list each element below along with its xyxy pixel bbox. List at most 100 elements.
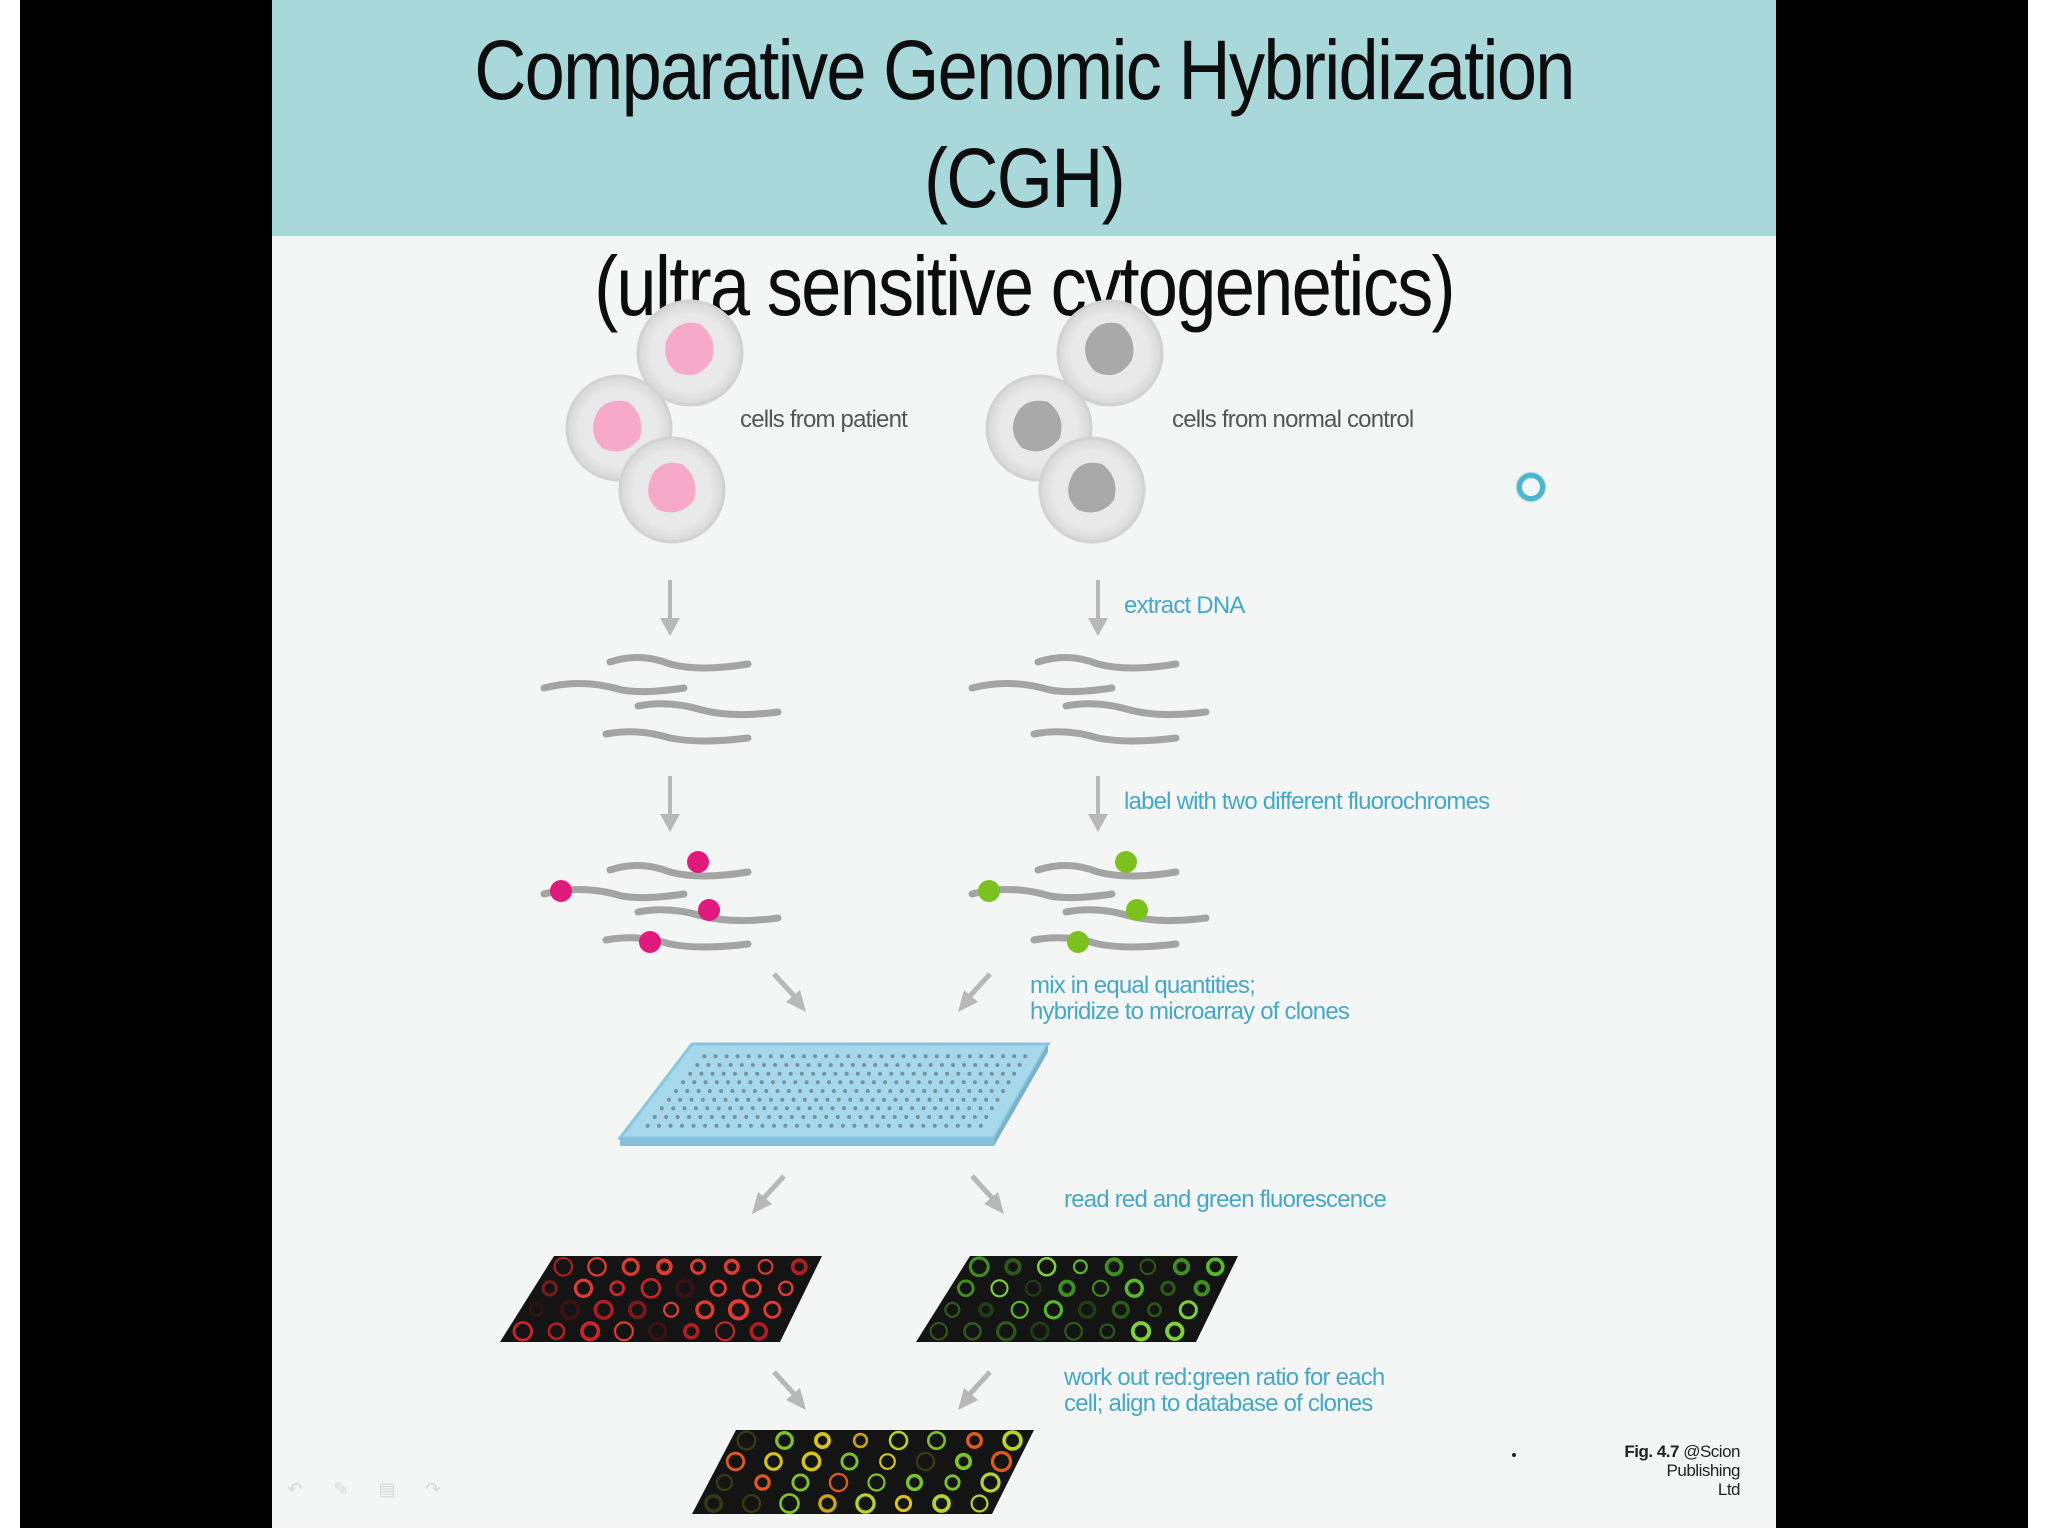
back-icon[interactable]: ↶ [287, 1479, 303, 1499]
fluorescence-spot [1058, 1279, 1076, 1298]
patient-dna-strands [540, 654, 782, 745]
array-spot [944, 1123, 949, 1128]
array-spot [691, 1123, 696, 1128]
array-spot [732, 1115, 737, 1119]
fluorescence-spot [1024, 1279, 1042, 1297]
array-spot [671, 1106, 676, 1111]
array-spot [868, 1054, 873, 1059]
fluorescence-spot [704, 1494, 723, 1513]
title-banner [272, 0, 1776, 236]
array-spot [801, 1115, 806, 1119]
pen-icon[interactable]: ✎ [333, 1479, 349, 1499]
array-spot [687, 1115, 691, 1119]
arrows-mix [772, 972, 992, 1012]
array-spot [1023, 1054, 1028, 1059]
array-spot [967, 1071, 972, 1076]
array-spot [889, 1071, 894, 1076]
array-spot [961, 1097, 966, 1102]
array-spot [709, 1115, 714, 1119]
array-spot [831, 1089, 836, 1093]
array-spot [950, 1097, 955, 1102]
array-spot [775, 1089, 780, 1093]
array-spot [951, 1063, 955, 1067]
fluorescence-spot [1172, 1258, 1191, 1276]
red-label-dot [687, 851, 709, 873]
array-spot [755, 1071, 760, 1076]
credit-source-1: @Scion Publishing [1666, 1442, 1741, 1480]
array-spot [862, 1063, 867, 1067]
fluorescence-spot [736, 1430, 757, 1451]
fluorescence-spot [593, 1299, 614, 1320]
array-spot [865, 1089, 870, 1093]
array-spot [973, 1063, 978, 1067]
array-spot [768, 1097, 773, 1102]
array-spot [664, 1115, 669, 1119]
array-spot [915, 1115, 920, 1119]
array-spot [770, 1080, 775, 1085]
arrow-head-icon [752, 1192, 772, 1214]
slide-title: Comparative Genomic Hybridization (CGH) … [377, 16, 1670, 340]
array-spot [955, 1123, 960, 1128]
array-spot [860, 1080, 865, 1085]
fluorescence-spot [828, 1472, 849, 1493]
arrow-diag-icon [966, 1370, 992, 1398]
array-spot [910, 1106, 915, 1111]
array-spot [794, 1123, 799, 1128]
fluorescence-spot [852, 1432, 869, 1449]
array-spot [804, 1080, 809, 1085]
array-spot [857, 1054, 862, 1059]
fluorescence-spot [621, 1257, 640, 1276]
forward-icon[interactable]: ↷ [425, 1479, 441, 1499]
fluorescence-spot [541, 1280, 558, 1297]
array-spot [870, 1115, 874, 1119]
array-spot [984, 1063, 989, 1067]
array-spot [853, 1106, 858, 1111]
array-spot [1006, 1063, 1011, 1067]
array-spot [699, 1071, 704, 1076]
array-spot [1006, 1080, 1011, 1085]
array-spot [923, 1054, 928, 1059]
patient-cell [636, 299, 744, 407]
array-spot [732, 1071, 737, 1076]
array-spot [749, 1123, 753, 1128]
array-spot [755, 1115, 760, 1119]
fluorescence-spot [1072, 1259, 1088, 1275]
array-spot [811, 1071, 816, 1076]
array-spot [817, 1063, 822, 1067]
fluorescence-spot [727, 1299, 750, 1321]
fluorescence-spot [1165, 1321, 1185, 1341]
control-dna-strands [968, 654, 1210, 745]
fluorescence-spot [528, 1302, 544, 1318]
array-spot [762, 1106, 767, 1111]
array-spot [702, 1054, 707, 1059]
array-spot [922, 1071, 927, 1076]
label-patient-cells: cells from patient [740, 406, 908, 433]
fluorescence-spot [1205, 1257, 1225, 1277]
array-spot [716, 1106, 721, 1111]
array-spot [984, 1115, 989, 1119]
array-spot [806, 1123, 811, 1128]
fluorescence-spot [723, 1258, 740, 1275]
fluorescence-spot [512, 1321, 534, 1342]
fluorescence-spot [818, 1494, 837, 1513]
arrow-diag-icon [772, 972, 798, 1000]
array-spot [678, 1097, 683, 1102]
array-spot [824, 1115, 829, 1119]
menu-icon[interactable]: ▤ [378, 1479, 396, 1499]
label-ratio-line-2: cell; align to database of clones [1064, 1390, 1373, 1417]
array-spot [744, 1115, 749, 1119]
array-spot [689, 1097, 694, 1102]
arrows-label [660, 776, 1108, 832]
array-spot [707, 1089, 712, 1093]
array-spot [685, 1089, 690, 1093]
fluorescence-spot [553, 1256, 574, 1277]
array-spot [892, 1115, 897, 1119]
arrow-head-icon [786, 1388, 806, 1410]
array-spot [802, 1097, 807, 1102]
array-spot [894, 1080, 899, 1085]
array-spot [782, 1080, 787, 1085]
array-spot [888, 1089, 893, 1093]
array-spot [972, 1097, 977, 1102]
slide: Comparative Genomic Hybridization (CGH) … [272, 0, 1776, 1528]
fluorescence-spot [674, 1278, 695, 1299]
